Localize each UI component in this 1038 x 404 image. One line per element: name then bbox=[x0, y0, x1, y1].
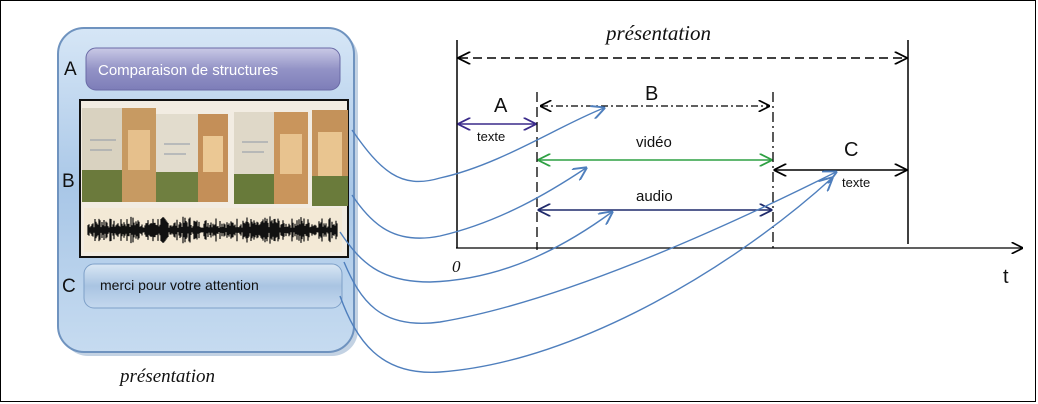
slide-label-b: B bbox=[62, 171, 75, 192]
title-banner-text: Comparaison de structures bbox=[98, 62, 278, 79]
title-banner bbox=[85, 47, 341, 91]
connector-audio bbox=[339, 212, 612, 283]
video-frames bbox=[82, 108, 348, 206]
origin-label: 0 bbox=[452, 257, 461, 276]
connector-closing-banner bbox=[339, 178, 832, 373]
closing-banner bbox=[83, 263, 343, 309]
slide-label-a: A bbox=[64, 59, 77, 80]
segment-a-label: A bbox=[494, 95, 508, 117]
video-frame bbox=[234, 112, 308, 204]
slide-label-c: C bbox=[62, 276, 76, 297]
mapping-connectors bbox=[339, 108, 836, 373]
timeline: 0 t présentation A texte B vidéo audio C… bbox=[452, 21, 1022, 288]
closing-banner-text: merci pour votre attention bbox=[100, 277, 259, 293]
segment-c-sub-label: texte bbox=[842, 175, 870, 190]
segment-b-label: B bbox=[645, 83, 658, 105]
slide-caption: présentation bbox=[118, 366, 215, 387]
slide-panel: Comparaison de structures A B bbox=[57, 27, 358, 356]
presentation-span-label: présentation bbox=[604, 21, 711, 45]
segment-a-sub-label: texte bbox=[477, 129, 505, 144]
audio-label: audio bbox=[636, 188, 673, 205]
segment-c-label: C bbox=[844, 139, 858, 161]
connector-video-top bbox=[351, 108, 604, 183]
video-label: vidéo bbox=[636, 134, 672, 151]
video-frame bbox=[82, 108, 156, 202]
connector-closing-text bbox=[343, 172, 836, 324]
time-axis-label: t bbox=[1003, 266, 1009, 288]
audio-waveform bbox=[84, 208, 342, 252]
video-frame bbox=[156, 114, 228, 202]
video-frame bbox=[312, 110, 348, 206]
connector-video-middle bbox=[351, 168, 586, 239]
